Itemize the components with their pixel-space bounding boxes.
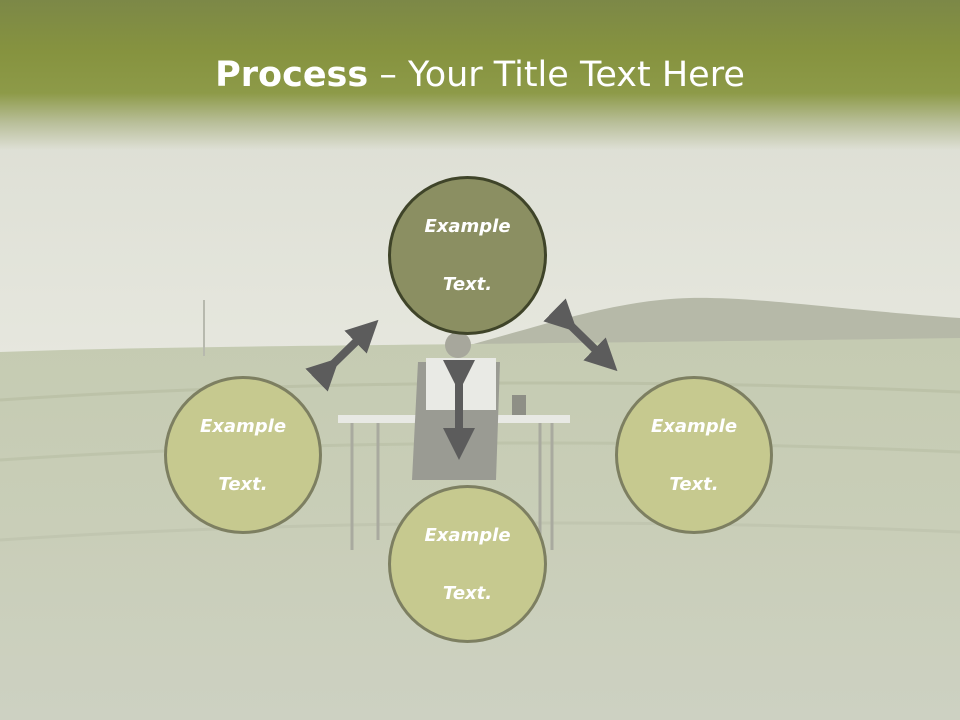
double-arrow-icon [305,319,379,392]
node-bottom-line2: Text. [442,582,493,604]
slide-title: Process – Your Title Text Here [0,50,960,100]
node-right-line2: Text. [669,473,719,495]
node-left-line2: Text. [218,473,268,495]
node-top-line2: Text. [442,274,493,295]
title-bold: Process [215,55,369,95]
node-bottom-line1: Example [424,524,511,546]
title-banner [0,0,960,150]
node-left-line1: Example [199,415,287,437]
node-right-line1: Example [650,415,738,437]
node-top-line1: Example [424,216,511,237]
title-rest: – Your Title Text Here [368,55,745,95]
double-arrow-icon [543,298,618,372]
